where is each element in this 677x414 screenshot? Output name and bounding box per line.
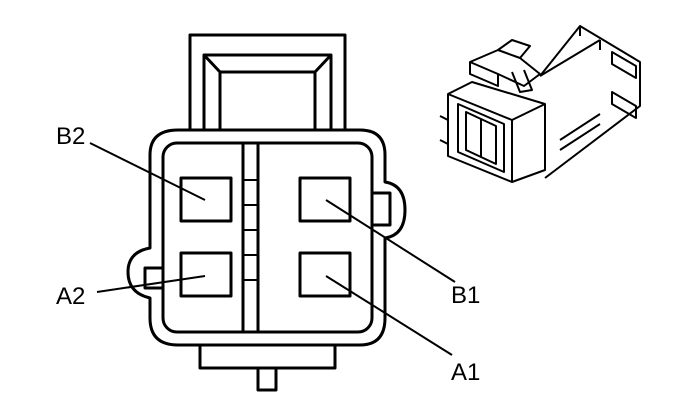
center-divider [241, 143, 260, 332]
terminal-b2 [179, 176, 233, 223]
terminal-a1 [298, 251, 352, 298]
leader-line-b2 [89, 142, 206, 201]
connector-isometric-view [439, 25, 641, 183]
divider-ticks [243, 179, 258, 281]
connector-bottom-key [198, 345, 337, 370]
connector-housing-inner [161, 141, 374, 334]
leader-line-b1 [325, 199, 456, 283]
connector-housing-outer [126, 128, 407, 347]
leader-line-a2 [96, 275, 206, 293]
connector-bottom-tab [256, 368, 278, 392]
connector-face-view [126, 33, 407, 392]
housing-notch-left [143, 266, 163, 290]
pin-label-a1: A1 [451, 359, 480, 386]
pin-label-b2: B2 [56, 123, 85, 150]
terminal-a2 [179, 251, 233, 298]
leader-line-a1 [325, 275, 453, 356]
pin-label-b1: B1 [451, 282, 480, 309]
pin-label-a2: A2 [56, 283, 85, 310]
housing-notch-right [372, 191, 392, 227]
connector-latch [188, 33, 347, 130]
leader-lines [89, 142, 456, 356]
terminal-b1 [298, 176, 352, 223]
